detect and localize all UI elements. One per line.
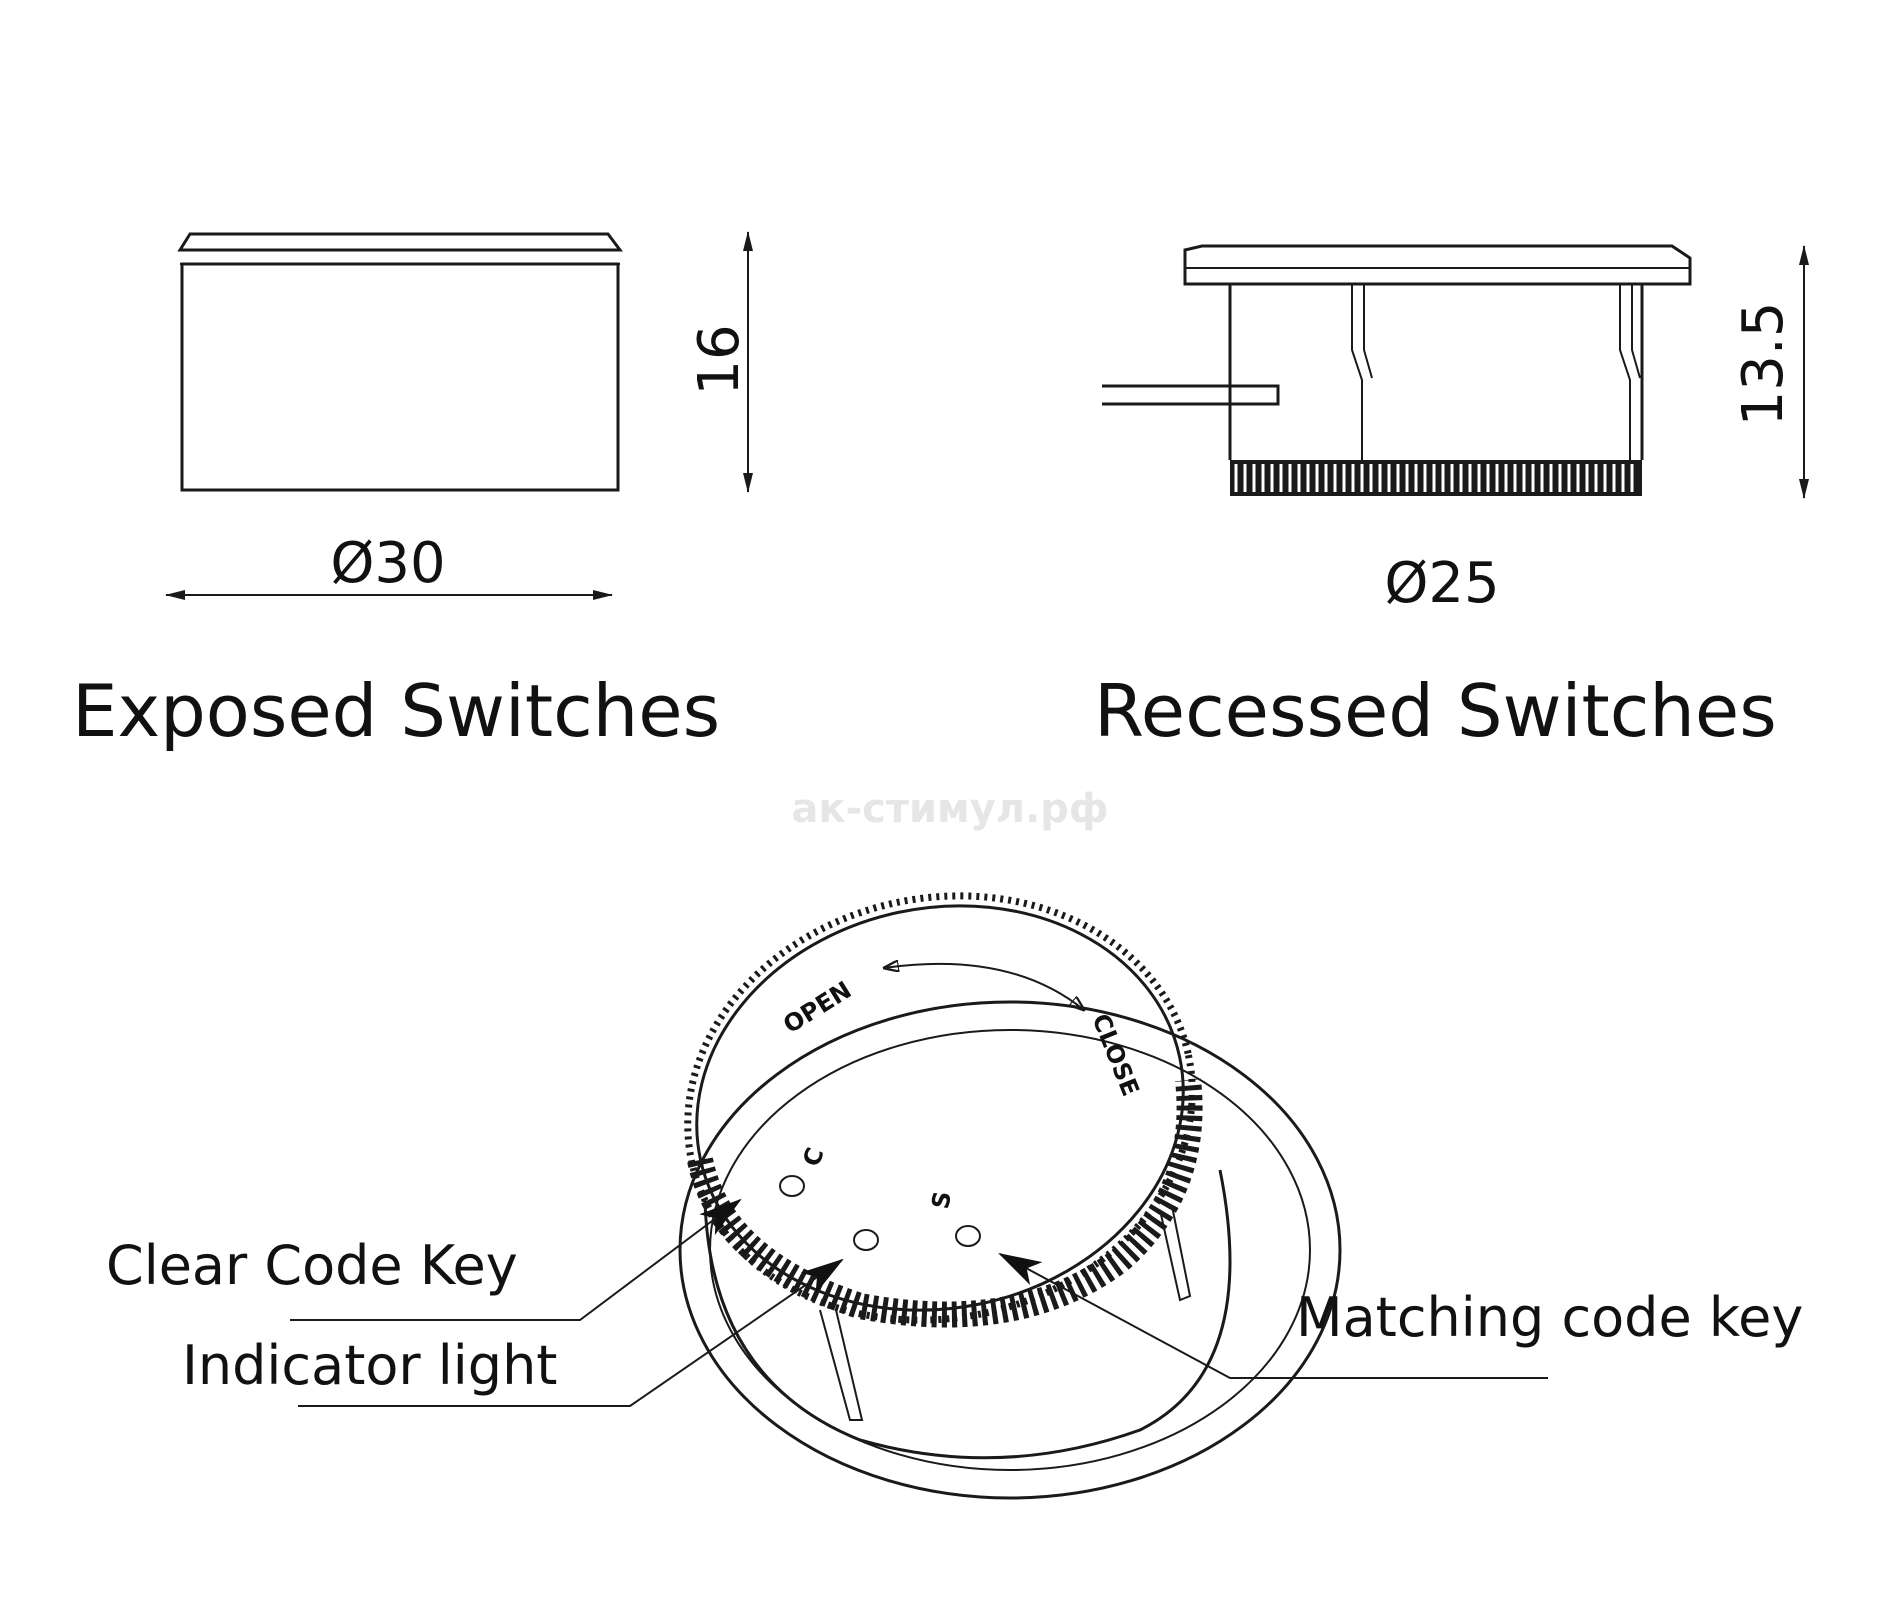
clear-code-key-hole (779, 1175, 805, 1197)
indicator-light-hole (853, 1229, 879, 1251)
knob-drawing (678, 892, 1342, 1500)
recessed-switch-drawing (1102, 244, 1809, 499)
recessed-height-label: 13.5 (1731, 302, 1796, 427)
knob-open-label: OPEN (778, 976, 856, 1039)
exposed-diameter-label: Ø30 (330, 531, 445, 596)
indicator-light-label: Indicator light (182, 1334, 557, 1397)
knob-c-label: C (797, 1144, 829, 1170)
matching-code-key-hole (955, 1225, 981, 1247)
matching-code-key-callout (998, 1252, 1548, 1379)
exposed-switch-drawing (165, 231, 753, 600)
knob-s-label: S (926, 1189, 957, 1211)
clear-code-key-label: Clear Code Key (106, 1234, 518, 1297)
recessed-switches-title: Recessed Switches (1094, 669, 1777, 753)
exposed-height-label: 16 (687, 324, 752, 395)
exposed-switches-title: Exposed Switches (72, 669, 720, 753)
watermark: ак-стимул.рф (791, 786, 1108, 832)
recessed-diameter-label: Ø25 (1384, 551, 1499, 616)
matching-code-key-label: Matching code key (1296, 1286, 1803, 1349)
clear-code-key-callout (290, 1198, 742, 1321)
indicator-light-callout (298, 1258, 844, 1407)
knob-close-label: CLOSE (1086, 1010, 1144, 1100)
